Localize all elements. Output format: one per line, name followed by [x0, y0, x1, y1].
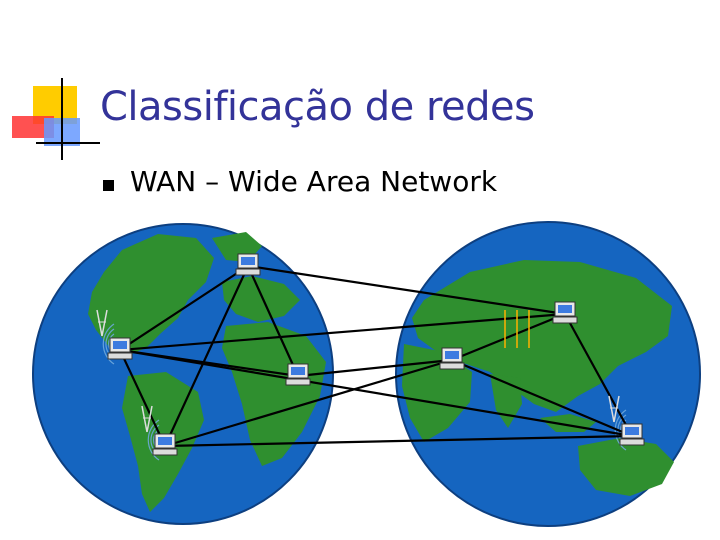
land-eurasia [412, 260, 672, 412]
link-north-america-canada [119, 265, 249, 351]
computer-icon [619, 423, 645, 446]
network-nodes [96, 253, 645, 456]
computer-icon [107, 337, 133, 360]
bullet-text: WAN – Wide Area Network [130, 165, 498, 198]
computer-icon [285, 363, 311, 386]
computer-icon [552, 301, 578, 324]
computer-icon [152, 433, 178, 456]
slide-title: Classificação de redes [100, 84, 535, 130]
deco-red-square [12, 116, 54, 138]
radio-tower-icon [504, 310, 530, 348]
bullet-marker [103, 180, 114, 191]
land-north-america [88, 234, 214, 356]
world-globes [32, 221, 701, 527]
link-canada-russia [247, 264, 566, 316]
antenna-icon [96, 309, 108, 337]
computer-icon [439, 347, 465, 370]
network-links [119, 264, 633, 448]
antenna-icon [608, 395, 620, 423]
land-australia [578, 438, 674, 496]
antenna-icon [141, 405, 153, 433]
link-russia-australia [564, 313, 633, 437]
link-west-africa-middle-east [297, 358, 453, 378]
link-north-america-russia [119, 312, 566, 352]
land-india [490, 374, 522, 428]
land-europe [222, 276, 300, 322]
link-canada-west-africa [246, 265, 300, 377]
link-north-america-south-america [119, 349, 166, 447]
land-africa [222, 322, 326, 466]
title-decoration [12, 78, 100, 160]
computer-icon [235, 253, 261, 276]
link-south-america-canada [164, 265, 249, 447]
link-middle-east-russia [451, 312, 566, 362]
link-south-america-australia [164, 434, 633, 448]
link-north-america-australia [119, 348, 633, 438]
link-middle-east-australia [451, 358, 633, 438]
link-south-america-middle-east [164, 358, 453, 448]
